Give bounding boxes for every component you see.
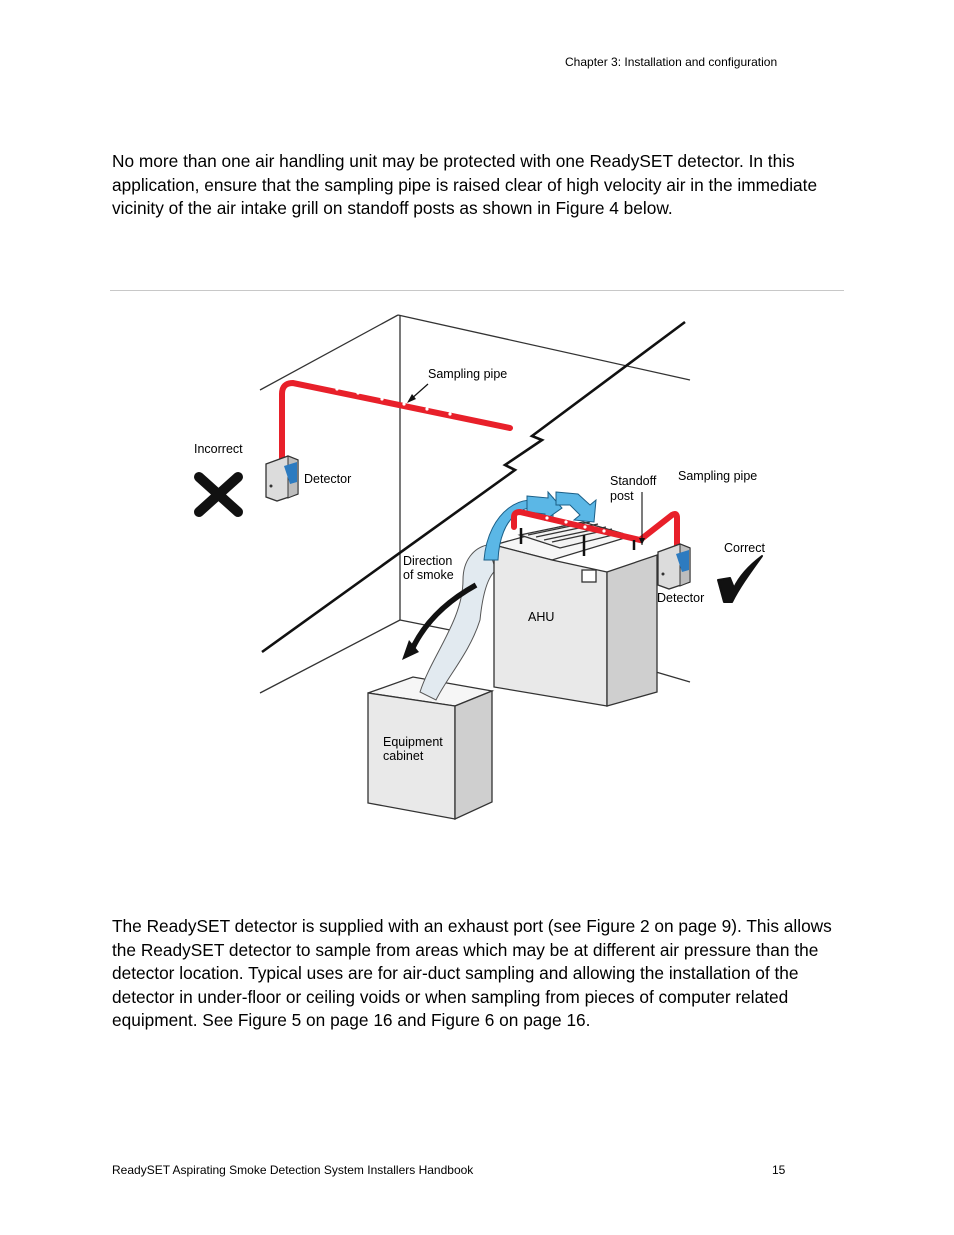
label-sampling-pipe-right: Sampling pipe: [678, 469, 757, 483]
label-incorrect: Incorrect: [194, 442, 243, 456]
equipment-cabinet-box: [367, 676, 495, 821]
label-direction-line2: of smoke: [403, 568, 454, 582]
ahu-unit: [491, 521, 658, 707]
label-correct: Correct: [724, 541, 766, 555]
label-equipment-line1: Equipment: [383, 735, 443, 749]
detector-left-icon: [265, 455, 299, 502]
correct-check-icon: [717, 555, 763, 603]
intro-paragraph: No more than one air handling unit may b…: [112, 151, 818, 218]
sampling-holes-left: [335, 387, 452, 416]
label-detector-left: Detector: [304, 472, 351, 486]
page-number: 15: [772, 1163, 786, 1177]
label-standoff-line1: Standoff: [610, 474, 657, 488]
figure-4-diagram: Sampling pipe Incorrect Detector Standof…: [0, 300, 954, 840]
detector-right-icon: [657, 543, 691, 590]
label-sampling-pipe-left: Sampling pipe: [428, 367, 507, 381]
label-equipment-line2: cabinet: [383, 749, 424, 763]
label-detector-right: Detector: [657, 591, 704, 605]
sampling-pipe-incorrect: [279, 379, 513, 465]
incorrect-x-icon: [194, 472, 243, 517]
room-walls: [259, 314, 691, 694]
figure-divider: [110, 290, 844, 291]
break-line: [261, 320, 686, 654]
chapter-header: Chapter 3: Installation and configuratio…: [565, 55, 778, 69]
label-standoff-line2: post: [610, 489, 634, 503]
exhaust-port-paragraph: The ReadySET detector is supplied with a…: [112, 916, 832, 1030]
label-ahu: AHU: [528, 610, 554, 624]
label-direction-line1: Direction: [403, 554, 452, 568]
sampling-holes-right: [545, 516, 606, 533]
standoff-posts: [519, 528, 636, 556]
airflow-blue-arrow-right: [555, 491, 597, 523]
footer-title: ReadySET Aspirating Smoke Detection Syst…: [112, 1163, 474, 1177]
